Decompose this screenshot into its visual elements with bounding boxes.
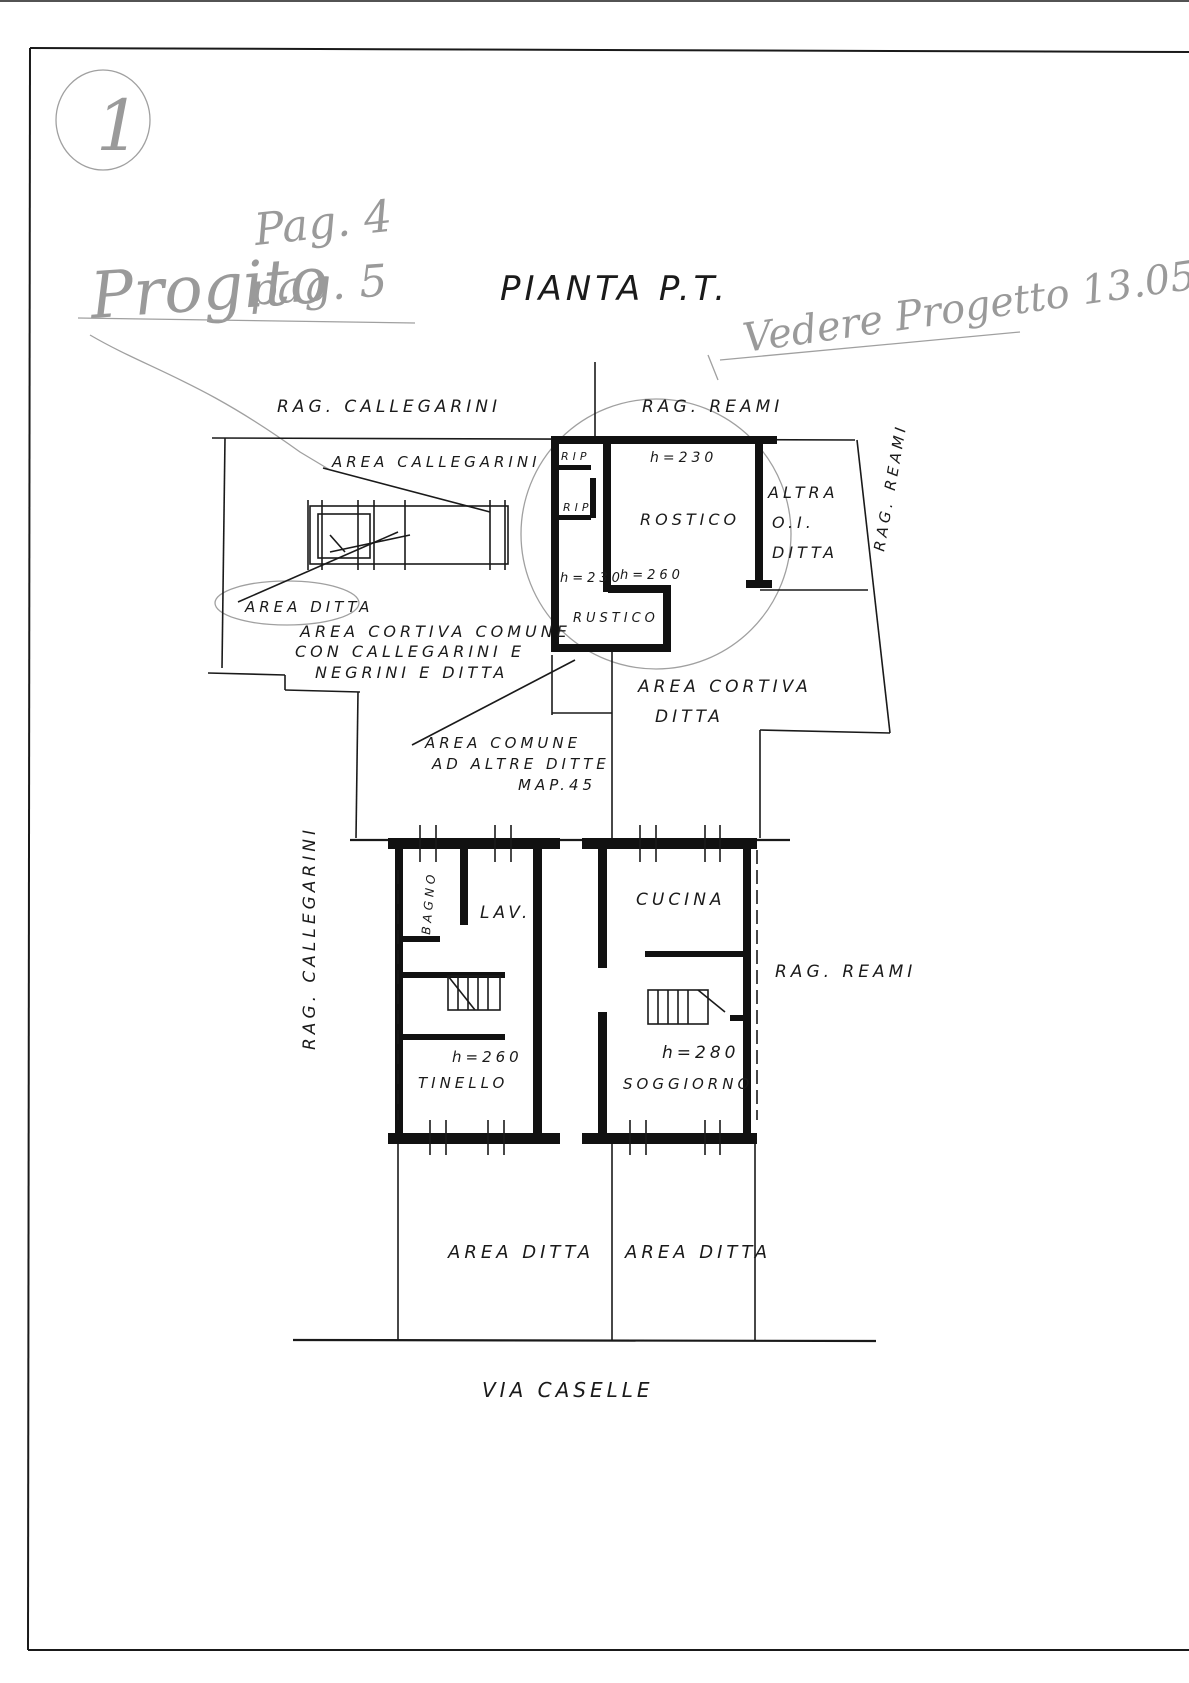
label-rostico-main: ROSTICO <box>640 510 740 529</box>
label-altra-1: ALTRA <box>767 483 839 502</box>
house-walls <box>350 825 790 1155</box>
leader-lines <box>237 467 576 746</box>
pencil-note-vedere: Vedere Progetto 13.05. <box>740 251 1189 362</box>
label-rustico-small: RUSTICO <box>573 611 659 626</box>
plan-title: PIANTA P.T. <box>500 269 729 309</box>
label-area-ditta-bottom-right: AREA DITTA <box>624 1242 771 1263</box>
neighbour-callegarini-left: RAG. CALLEGARINI <box>300 826 320 1050</box>
callegarini-outbuilding <box>307 500 509 570</box>
label-area-ditta-left: AREA DITTA <box>244 598 373 616</box>
label-h280: h=280 <box>662 1043 739 1063</box>
rustico-walls <box>551 436 777 652</box>
label-cortiva-comune-1: AREA CORTIVA COMUNE <box>299 622 571 641</box>
label-cortiva-ditta-2: DITTA <box>655 707 724 727</box>
neighbour-callegarini-top: RAG. CALLEGARINI <box>277 397 501 417</box>
label-area-callegarini: AREA CALLEGARINI <box>331 453 541 471</box>
label-bagno: BAGNO <box>419 870 439 935</box>
label-h260-tinello: h=260 <box>452 1048 523 1066</box>
label-comune-2: AD ALTRE DITTE <box>431 755 610 773</box>
label-comune-3: MAP.45 <box>518 776 596 794</box>
lower-boundaries <box>292 1144 877 1343</box>
page-number-badge: 1 <box>55 69 151 171</box>
label-cucina: CUCINA <box>636 890 726 910</box>
label-tinello: TINELLO <box>418 1074 508 1092</box>
label-cortiva-ditta-1: AREA CORTIVA <box>637 677 812 697</box>
street-label: VIA CASELLE <box>482 1378 654 1402</box>
pencil-note-pag4: Pag. 4 <box>251 191 395 256</box>
label-comune-1: AREA COMUNE <box>424 734 581 752</box>
label-altra-2: O.I. <box>772 513 815 532</box>
neighbour-reami-right: RAG. REAMI <box>775 962 916 982</box>
label-altra-3: DITTA <box>772 543 838 562</box>
neighbour-reami-right-top: RAG. REAMI <box>870 422 910 553</box>
neighbour-reami-top: RAG. REAMI <box>642 397 783 417</box>
label-rip-1: RIP <box>561 450 591 463</box>
label-cortiva-comune-3: NEGRINI E DITTA <box>315 663 508 682</box>
pencil-note-pag5: pag. 5 <box>247 255 389 316</box>
label-h260-rostico: h=260 <box>620 568 684 583</box>
label-h230-top: h=230 <box>650 450 717 466</box>
page-number: 1 <box>96 85 141 167</box>
label-cortiva-comune-2: CON CALLEGARINI E <box>295 642 525 661</box>
label-rip-2: RIP <box>563 501 593 514</box>
label-area-ditta-bottom-left: AREA DITTA <box>447 1242 594 1263</box>
label-lav: LAV. <box>480 903 531 923</box>
label-h230-small: h=230 <box>560 571 624 586</box>
label-soggiorno: SOGGIORNO <box>623 1075 753 1093</box>
